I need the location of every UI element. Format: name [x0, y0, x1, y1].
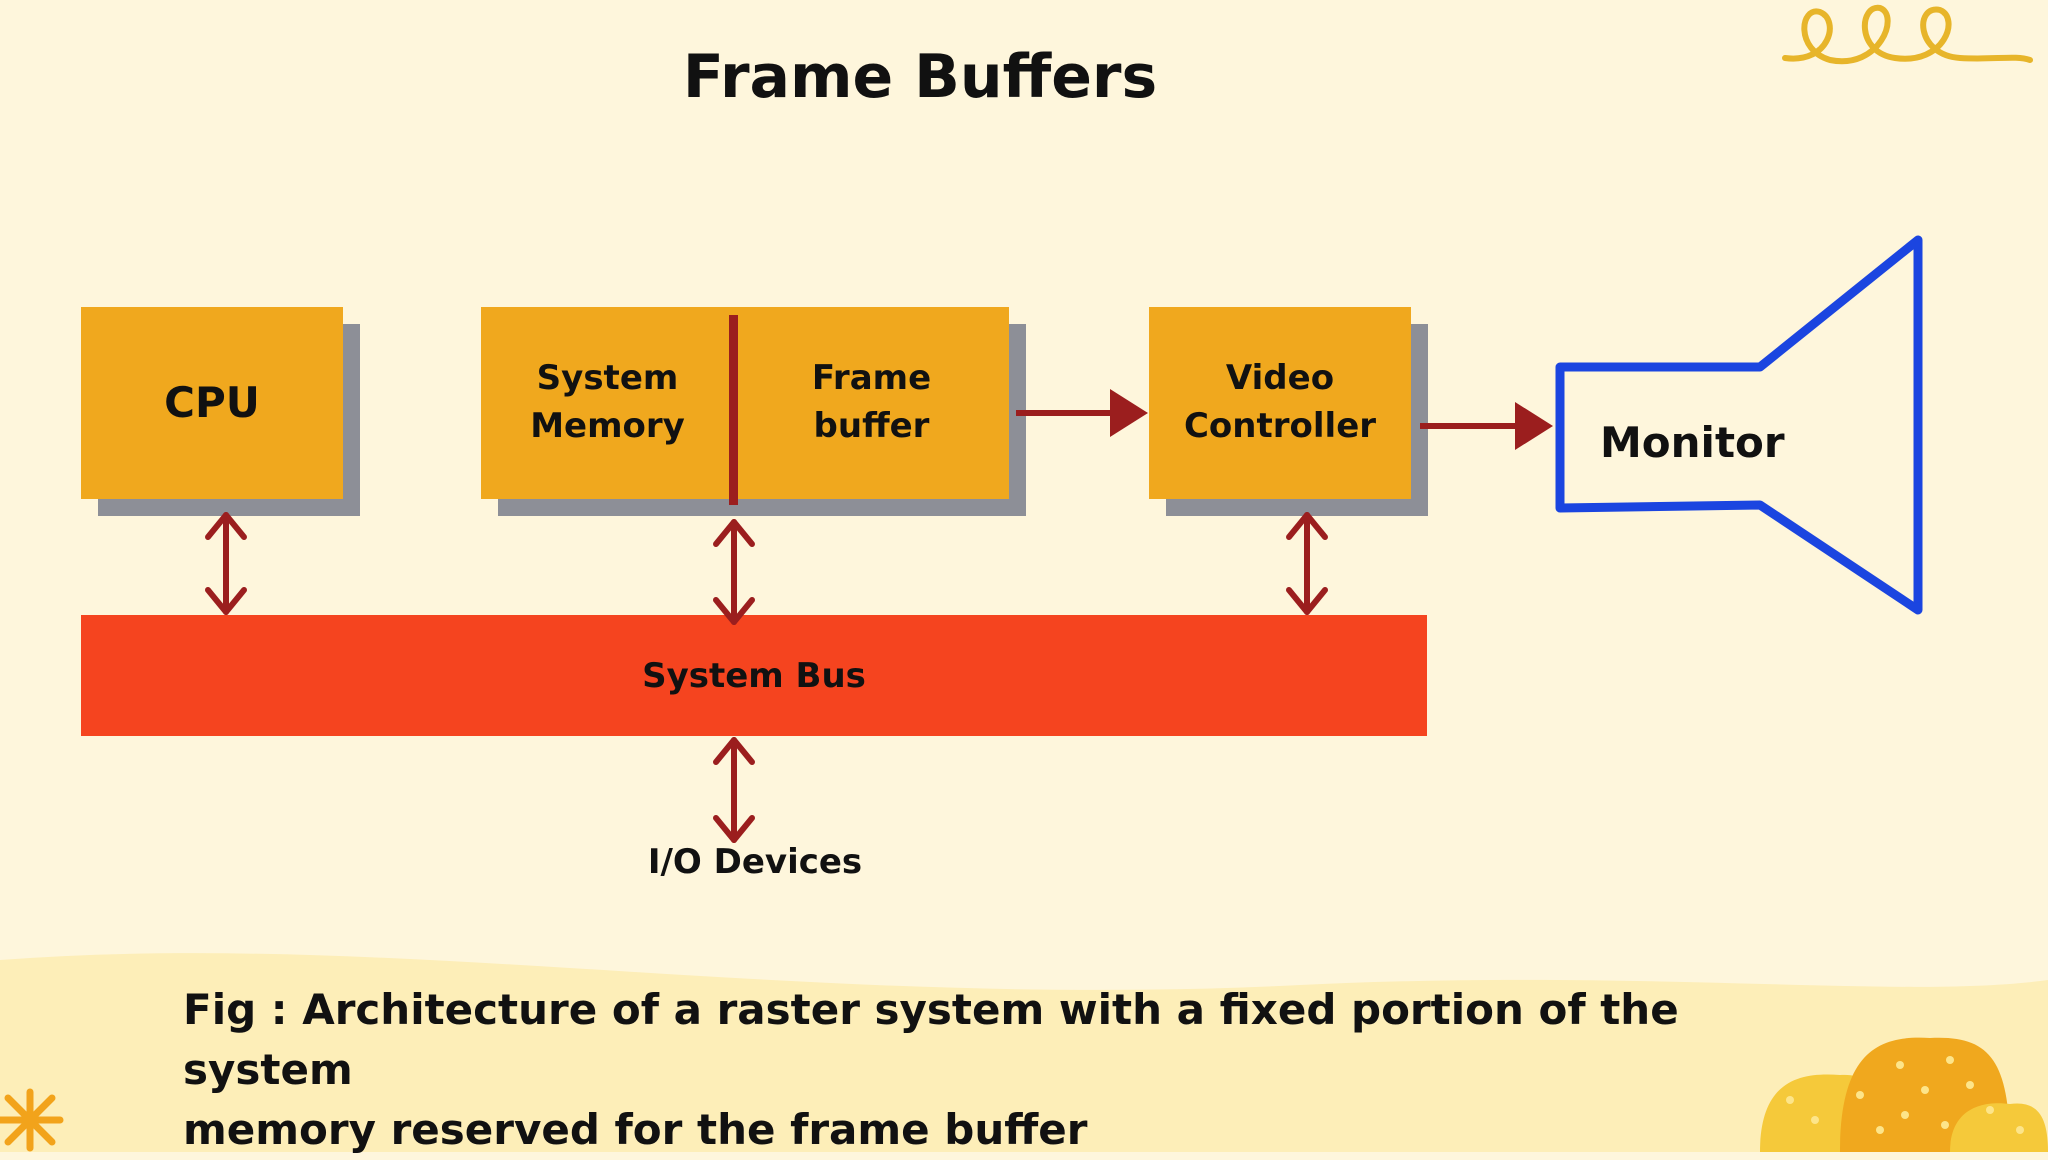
io-devices-label: I/O Devices	[647, 842, 863, 882]
cpu-label: CPU	[164, 377, 260, 427]
system-bus-label: System Bus	[642, 655, 866, 696]
squiggle-decoration	[1782, 4, 2033, 65]
cpu-block: CPU	[81, 307, 343, 499]
monitor-label: Monitor	[1600, 418, 1785, 467]
frame-buffer-label: Frame buffer	[811, 358, 932, 446]
figure-caption: Fig : Architecture of a raster system wi…	[183, 985, 1679, 1154]
memory-block: System Memory Frame buffer	[481, 307, 1009, 505]
system-bus: System Bus	[81, 615, 1427, 736]
system-memory-section: System Memory	[481, 307, 734, 499]
bush-decoration	[1760, 1037, 2048, 1152]
memory-divider	[729, 315, 738, 505]
bottom-wave	[0, 953, 2048, 1152]
frame-buffer-section: Frame buffer	[734, 307, 1009, 499]
system-memory-label: System Memory	[530, 358, 685, 446]
video-controller-block: Video Controller	[1149, 307, 1411, 499]
star-decoration	[0, 1088, 64, 1152]
page-title: Frame Buffers	[682, 42, 1158, 112]
video-controller-label: Video Controller	[1183, 358, 1377, 446]
